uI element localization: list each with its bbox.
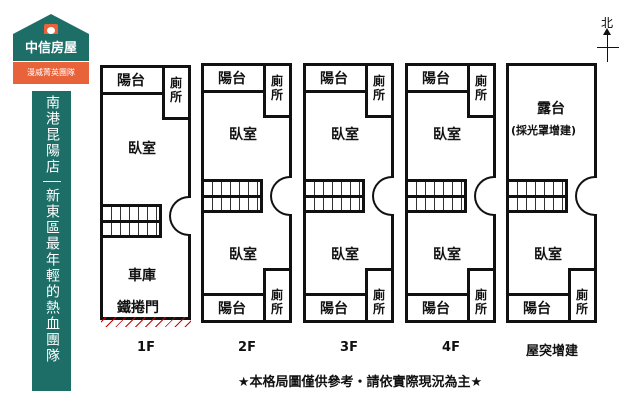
- logo-emblem-icon: [44, 24, 58, 37]
- store-banner: 南港昆陽店 新東區最年輕的熱血團隊: [32, 91, 71, 391]
- room-label: 廁所: [270, 288, 283, 316]
- disclaimer: ★本格局圖僅供參考・請依實際現況為主★: [237, 375, 483, 390]
- floor-label: 1F: [137, 340, 155, 355]
- door: [169, 196, 191, 236]
- room-label: 陽台: [320, 71, 348, 87]
- room-label: 廁所: [474, 74, 487, 102]
- room-label: 廁所: [169, 76, 182, 104]
- room-label: 廁所: [372, 74, 385, 102]
- floor-plan-4f: 陽台 廁所 臥室 臥室 廁所 陽台: [405, 63, 496, 323]
- room-label: 臥室: [331, 247, 359, 263]
- room-label: 臥室: [229, 127, 257, 143]
- divider: [42, 181, 61, 182]
- rolling-door-icon: [101, 317, 191, 327]
- room-label: 廁所: [474, 288, 487, 316]
- north-label: 北: [601, 16, 614, 30]
- room-label: 陽台: [218, 71, 246, 87]
- staircase: [201, 179, 263, 213]
- floor-plan-3f: 陽台 廁所 臥室 臥室 廁所 陽台: [303, 63, 394, 323]
- room-label: 臥室: [128, 141, 156, 157]
- balcony: [100, 65, 165, 95]
- floor-plan-2f: 陽台 廁所 臥室 臥室 廁所 陽台: [201, 63, 292, 323]
- compass-line: [597, 47, 619, 48]
- north-arrow-icon: [603, 28, 611, 35]
- bathroom: [263, 63, 292, 118]
- floor-plan-1f: 陽台 廁所 臥室 車庫 鐵捲門: [100, 65, 191, 327]
- room-label: 廁所: [575, 288, 588, 316]
- staircase: [100, 204, 162, 238]
- floor-plan-rooftop: 露台 (採光罩增建) 臥室 廁所 陽台: [506, 63, 597, 323]
- north-compass: 北: [595, 14, 621, 64]
- room-label: 陽台: [523, 301, 551, 317]
- room-label: 露台: [537, 101, 565, 117]
- balcony: [201, 293, 266, 323]
- room-note: (採光罩增建): [511, 124, 577, 137]
- door: [270, 176, 292, 216]
- staircase: [506, 179, 568, 213]
- floor-label: 屋突增建: [525, 344, 578, 359]
- floor-label: 4F: [442, 340, 460, 355]
- room-label: 臥室: [331, 127, 359, 143]
- room-label: 廁所: [270, 74, 283, 102]
- bathroom: [467, 268, 496, 323]
- room-label: 臥室: [433, 127, 461, 143]
- company-logo: 中信房屋 漫威菁英團隊: [13, 14, 89, 88]
- room-label: 車庫: [128, 268, 156, 284]
- floor-label: 3F: [340, 340, 358, 355]
- bathroom: [365, 63, 394, 118]
- store-name: 南港昆陽店: [44, 95, 60, 175]
- room-label: 廁所: [372, 288, 385, 316]
- room-label: 臥室: [433, 247, 461, 263]
- door: [372, 176, 394, 216]
- room-label: 鐵捲門: [117, 300, 159, 316]
- room-label: 陽台: [422, 301, 450, 317]
- door: [575, 176, 597, 216]
- floor-label: 2F: [238, 340, 256, 355]
- room-label: 陽台: [117, 73, 145, 89]
- store-slogan: 新東區最年輕的熱血團隊: [44, 188, 60, 364]
- logo-brand: 中信房屋: [13, 34, 89, 61]
- bathroom: [467, 63, 496, 118]
- balcony: [405, 63, 470, 93]
- room-label: 臥室: [229, 247, 257, 263]
- room-label: 臥室: [534, 247, 562, 263]
- logo-team: 漫威菁英團隊: [13, 62, 89, 84]
- balcony: [303, 63, 368, 93]
- balcony: [506, 293, 571, 323]
- balcony: [405, 293, 470, 323]
- room-label: 陽台: [422, 71, 450, 87]
- bathroom: [162, 65, 191, 120]
- room-label: 陽台: [320, 301, 348, 317]
- door: [474, 176, 496, 216]
- staircase: [405, 179, 467, 213]
- staircase: [303, 179, 365, 213]
- room-label: 陽台: [218, 301, 246, 317]
- balcony: [303, 293, 368, 323]
